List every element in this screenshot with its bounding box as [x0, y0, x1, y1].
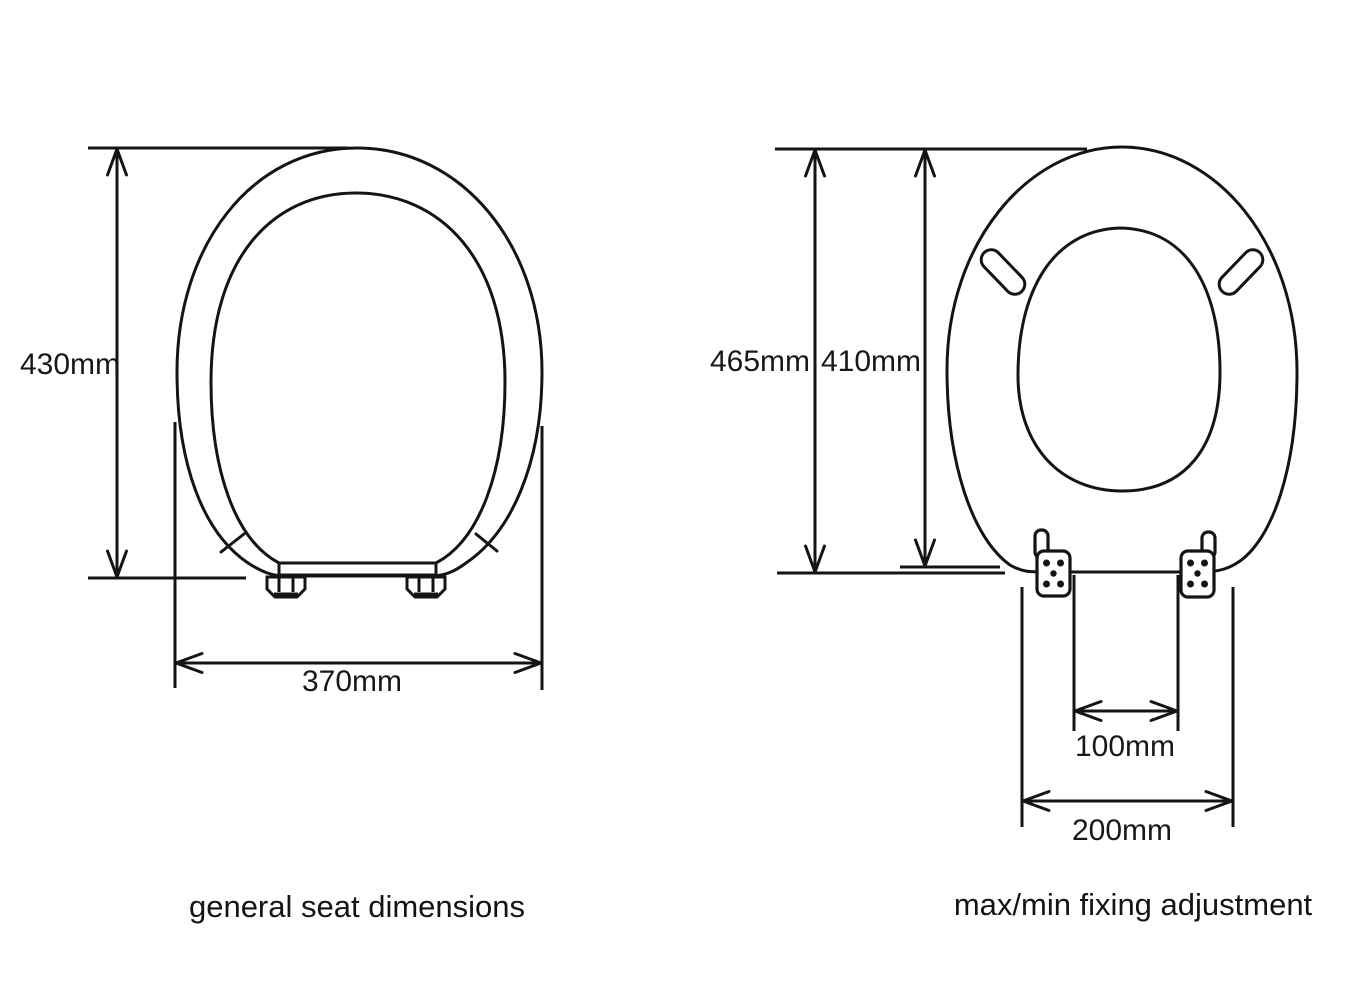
hinge-bar: [277, 561, 438, 577]
left-bumper: [265, 575, 307, 599]
left-hand-slot: [979, 248, 1027, 296]
seat-front-view: [175, 146, 544, 599]
dimension-370: 370mm: [173, 422, 544, 698]
fixing-hole: [1043, 559, 1050, 567]
dimension-430: 430mm: [20, 146, 348, 580]
ring-inner-opening: [1016, 226, 1222, 493]
dimension-label-100: 100mm: [1075, 730, 1175, 763]
fixing-hole: [1050, 570, 1057, 577]
fixing-hole: [1057, 559, 1064, 567]
fixing-hole: [1187, 559, 1194, 567]
dimension-label-410: 410mm: [821, 345, 921, 378]
left-fixing-plate: [1033, 528, 1072, 598]
right-caption: max/min fixing adjustment: [954, 887, 1313, 922]
fixing-hole: [1201, 559, 1208, 567]
right-fixing-plate: [1179, 530, 1217, 599]
right-bumper: [405, 575, 447, 599]
dimension-410: 410mm: [821, 148, 1000, 569]
dimension-label-430: 430mm: [20, 348, 120, 381]
left-caption: general seat dimensions: [189, 889, 525, 924]
right-hand-slot: [1217, 248, 1265, 296]
dimension-100: 100mm: [1072, 575, 1180, 763]
dimension-200: 200mm: [1020, 587, 1235, 847]
dimension-label-465: 465mm: [710, 345, 810, 378]
fixing-hole: [1043, 580, 1050, 588]
seat-top-view: [945, 145, 1299, 599]
lid-inner-outline: [209, 191, 507, 565]
fixing-hole: [1057, 580, 1064, 588]
seam-tick-left: [219, 532, 246, 554]
fixing-hole: [1201, 580, 1208, 588]
fixing-hole: [1187, 580, 1194, 588]
ring-outer-outline: [945, 145, 1299, 574]
fixing-hole: [1194, 570, 1201, 577]
seam-tick-right: [474, 532, 499, 553]
seat-outer-outline: [175, 146, 544, 578]
dimension-label-370: 370mm: [302, 665, 402, 698]
dimension-label-200: 200mm: [1072, 814, 1172, 847]
